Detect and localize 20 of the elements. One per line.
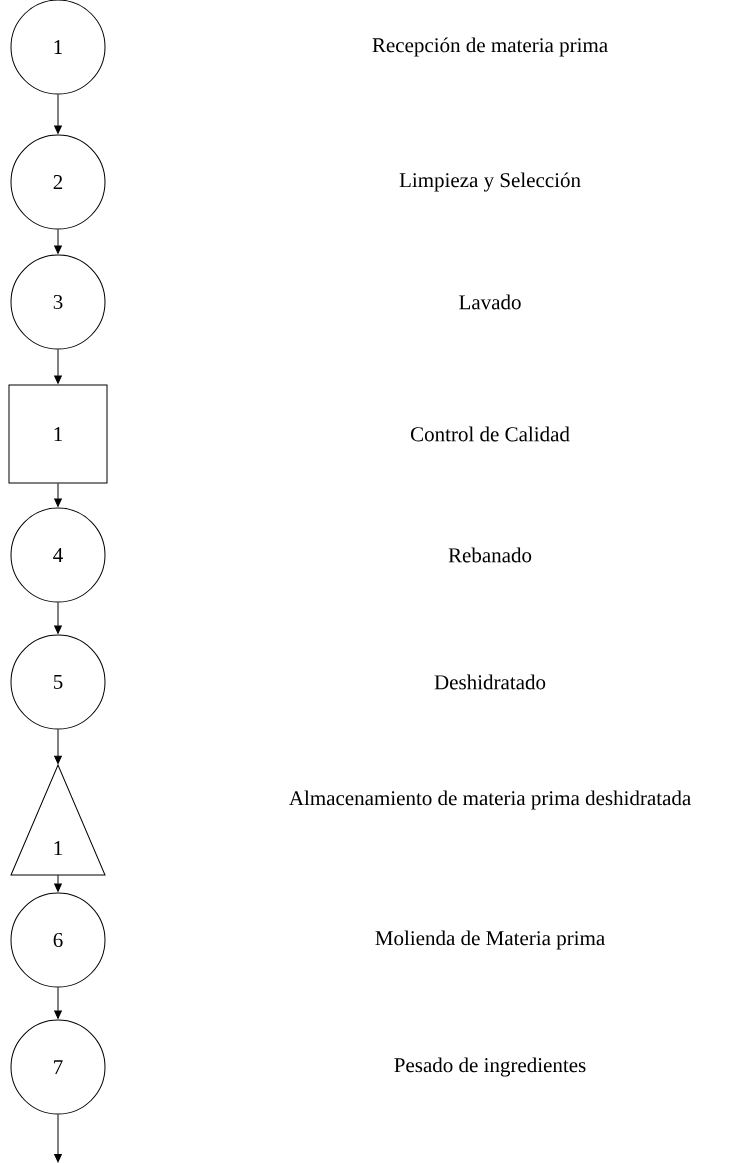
step-label: Rebanado bbox=[448, 547, 532, 563]
step-label: Deshidratado bbox=[434, 674, 546, 690]
step-label: Pesado de ingredientes bbox=[394, 1057, 586, 1077]
arrow bbox=[54, 229, 62, 254]
arrow bbox=[54, 987, 62, 1019]
step-label: Limpieza y Selección bbox=[399, 172, 581, 192]
step-label: Control de Calidad bbox=[410, 426, 570, 442]
step-label: Almacenamiento de materia prima deshidratada bbox=[289, 790, 691, 810]
inspection-square: 1 bbox=[8, 384, 108, 484]
storage-triangle: 1 bbox=[10, 764, 106, 876]
arrow bbox=[54, 483, 62, 507]
step-label: Lavado bbox=[459, 294, 521, 310]
arrow bbox=[54, 729, 62, 765]
arrow bbox=[54, 1114, 62, 1163]
arrow bbox=[54, 874, 62, 892]
arrow bbox=[54, 94, 62, 134]
arrow bbox=[54, 602, 62, 634]
step-label: Recepción de materia prima bbox=[372, 37, 608, 57]
arrow bbox=[54, 349, 62, 384]
step-label: Molienda de Materia prima bbox=[375, 930, 605, 950]
